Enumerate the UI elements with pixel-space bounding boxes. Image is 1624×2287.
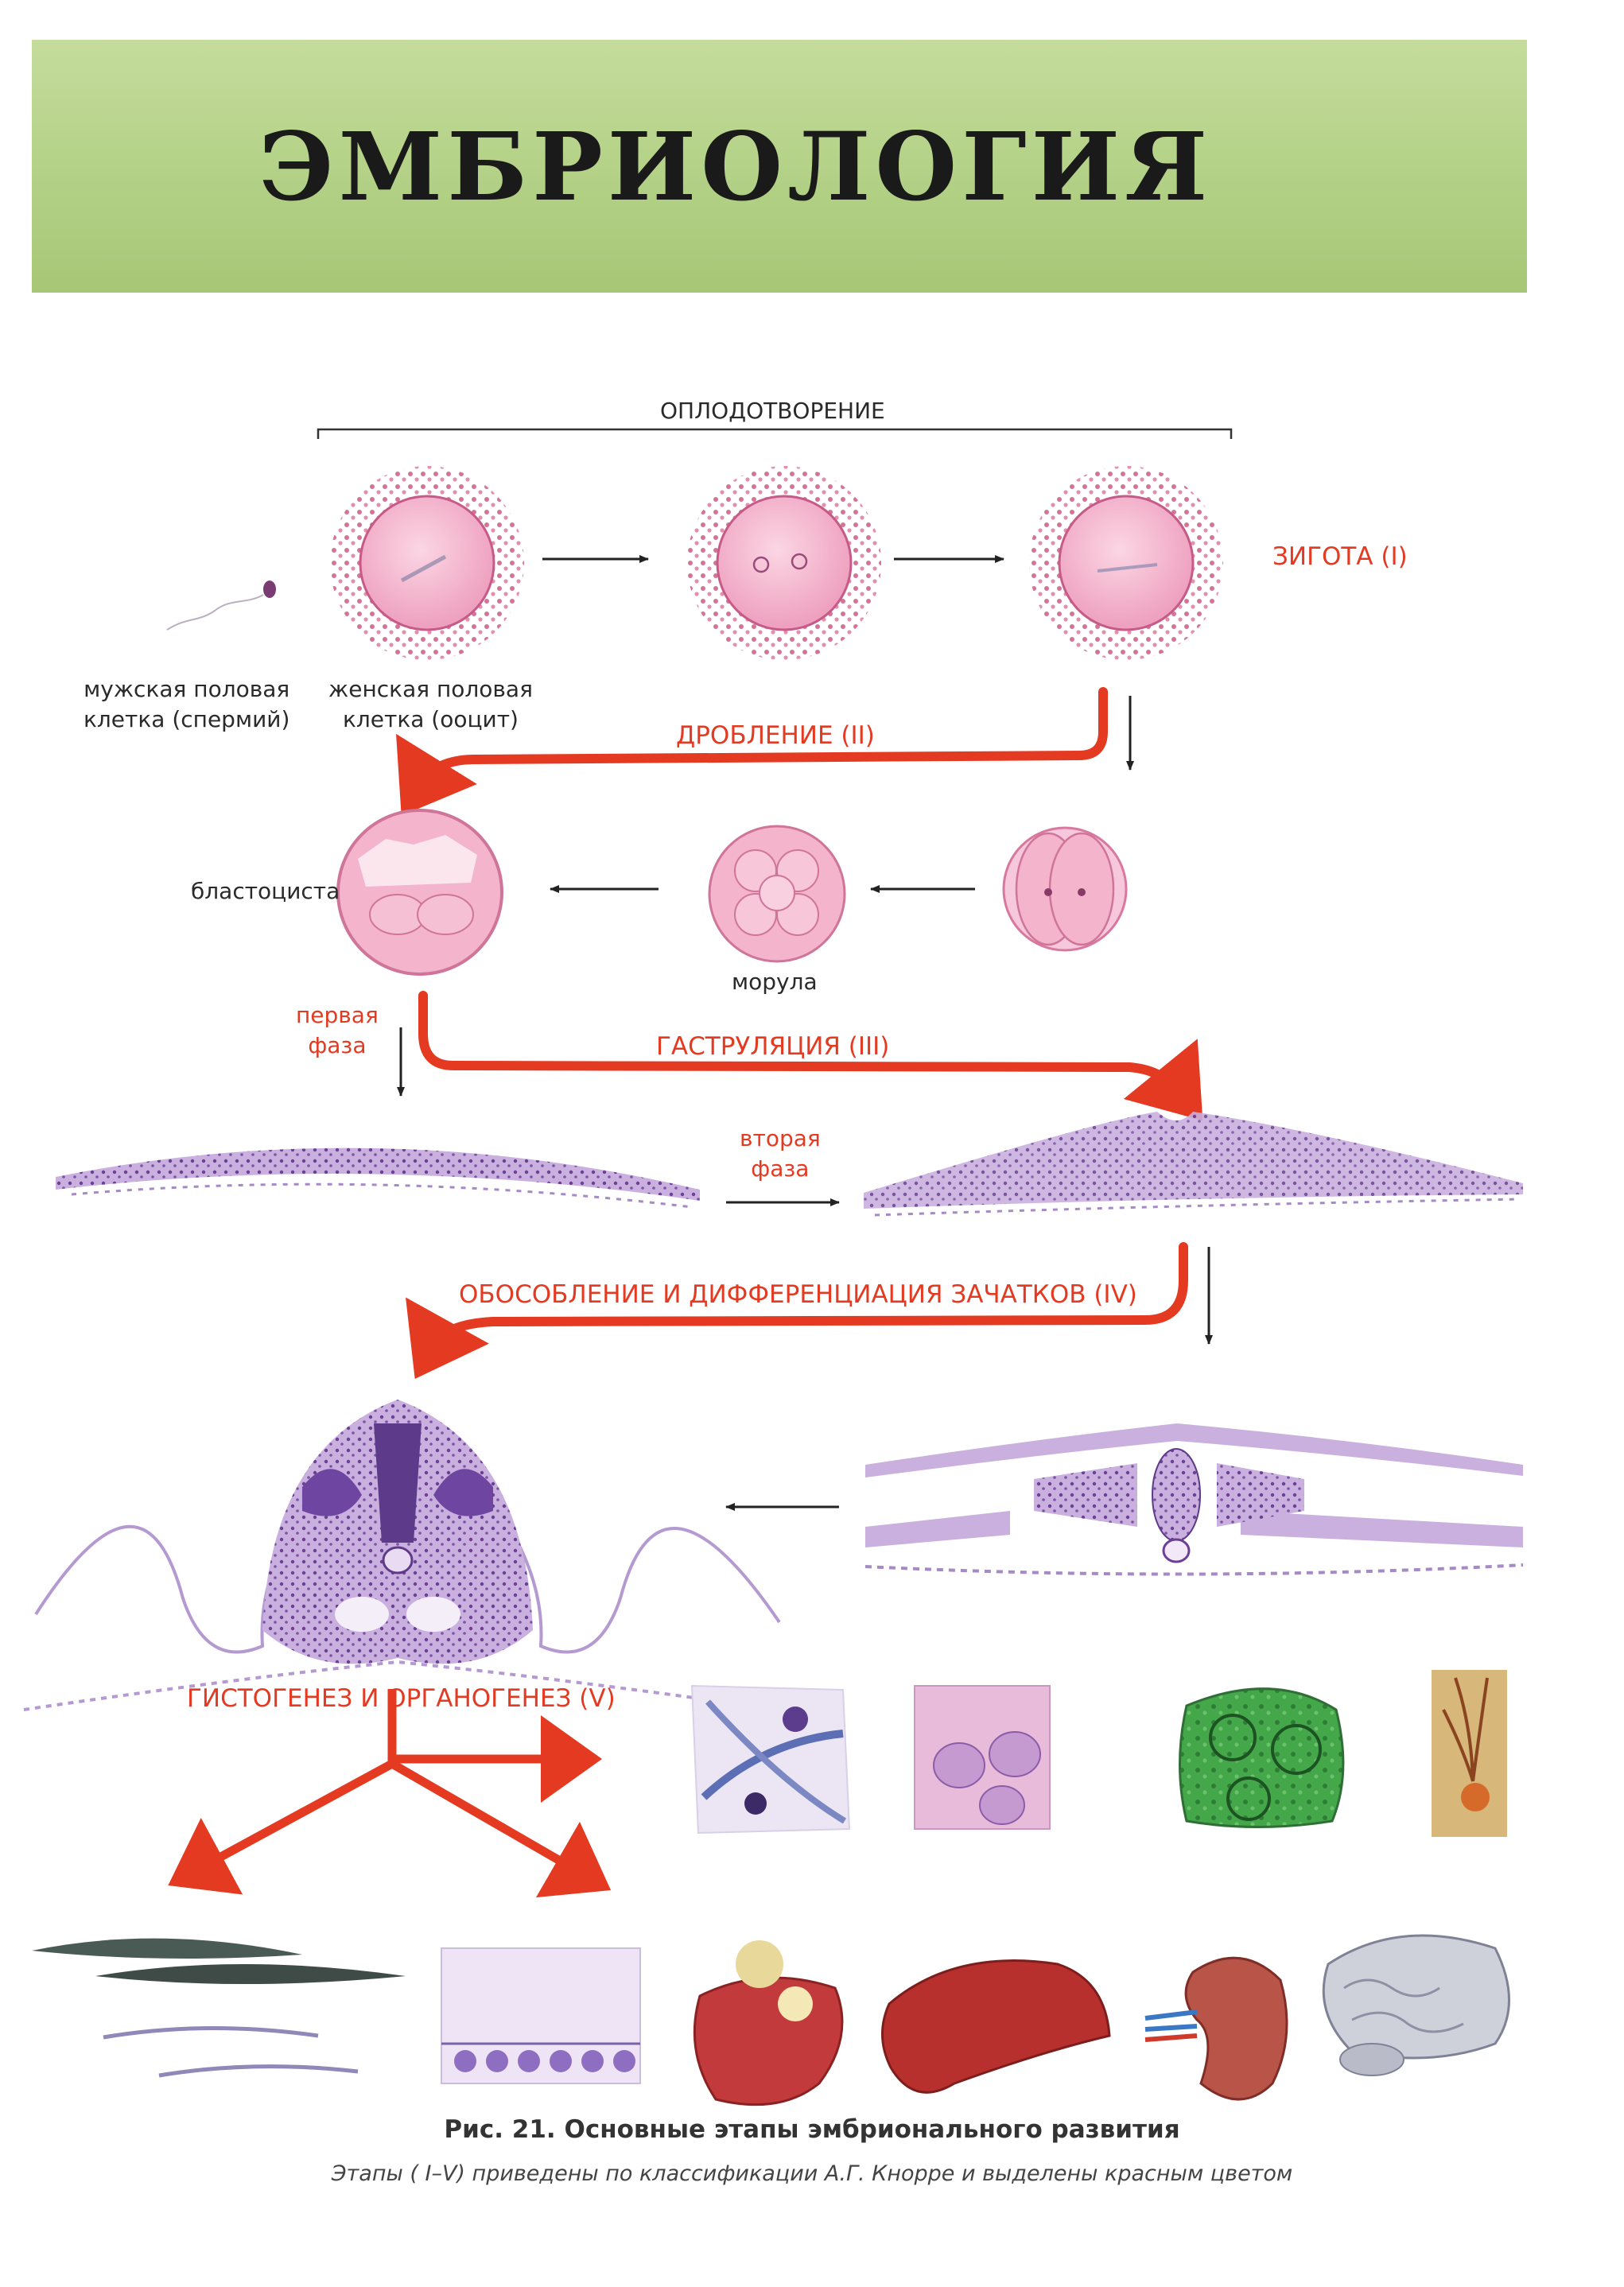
bilaminar-disc — [56, 1147, 700, 1209]
cleavage-arrow — [396, 687, 1108, 816]
oocyte-label-line1: женская половая — [328, 676, 533, 702]
header-banner: ЭМБРИОЛОГИЯ — [32, 40, 1527, 293]
heart-illustration — [693, 1940, 844, 2106]
stage-second-phase: вторая фаза — [740, 1124, 821, 1184]
morula-label: морула — [732, 969, 818, 995]
nerve-cell-illustration — [1432, 1670, 1507, 1837]
first-phase-line2: фаза — [308, 1032, 367, 1058]
stage-histogenesis: ГИСТОГЕНЕЗ И ОРГАНОГЕНЕЗ (V) — [187, 1684, 616, 1713]
figure-caption-title: Рис. 21. Основные этапы эмбрионального р… — [444, 2115, 1180, 2144]
sperm-label: мужская половая клетка (спермий) — [84, 674, 289, 735]
morula-illustration — [708, 825, 846, 963]
connective-tissue-illustration — [690, 1684, 851, 1835]
separation-arrow — [406, 1242, 1188, 1379]
pronuclei-illustration — [687, 466, 881, 660]
smooth-muscle-illustration — [32, 1938, 406, 2078]
figure-caption-subtitle: Этапы ( I–V) приведены по классификации … — [331, 2161, 1293, 2186]
blastocyst-illustration — [336, 809, 503, 976]
second-phase-line1: вторая — [740, 1125, 821, 1151]
two-cell-illustration — [1002, 826, 1128, 952]
sperm-label-line1: мужская половая — [84, 676, 290, 702]
stage-first-phase: первая фаза — [296, 1000, 379, 1061]
bone-tissue-illustration — [1179, 1687, 1345, 1828]
blastocyst-label: бластоциста — [191, 878, 340, 904]
oocyte-label-line2: клетка (ооцит) — [342, 706, 519, 732]
neurula-section — [864, 1423, 1524, 1576]
stage-separation: ОБОСОБЛЕНИЕ И ДИФФЕРЕНЦИАЦИЯ ЗАЧАТКОВ (I… — [459, 1280, 1137, 1309]
stage-zygote: ЗИГОТА (I) — [1272, 542, 1408, 571]
fertilization-label: ОПЛОДОТВОРЕНИЕ — [660, 398, 885, 424]
oocyte-label: женская половая клетка (ооцит) — [328, 674, 533, 735]
fertilization-bracket — [317, 428, 1233, 439]
liver-illustration — [881, 1959, 1111, 2094]
kidney-illustration — [1144, 1956, 1288, 2101]
page-title: ЭМБРИОЛОГИЯ — [258, 111, 1213, 222]
epithelium-illustration — [441, 1947, 641, 2084]
embryo-cross-section — [23, 1400, 781, 1711]
second-phase-line2: фаза — [751, 1155, 810, 1182]
cartilage-illustration — [914, 1685, 1051, 1830]
stage-gastrulation: ГАСТРУЛЯЦИЯ (III) — [656, 1032, 890, 1061]
zygote-illustration — [1029, 466, 1223, 660]
first-phase-line1: первая — [296, 1002, 379, 1028]
histogenesis-arrows — [168, 1689, 612, 1898]
oocyte-illustration — [330, 466, 524, 660]
brain-illustration — [1322, 1934, 1510, 2076]
gastrulation-arrow — [418, 991, 1203, 1121]
sperm-illustration — [166, 580, 276, 631]
trilaminar-disc — [864, 1112, 1523, 1217]
sperm-label-line2: клетка (спермий) — [84, 706, 290, 732]
stage-cleavage: ДРОБЛЕНИЕ (II) — [676, 721, 875, 750]
